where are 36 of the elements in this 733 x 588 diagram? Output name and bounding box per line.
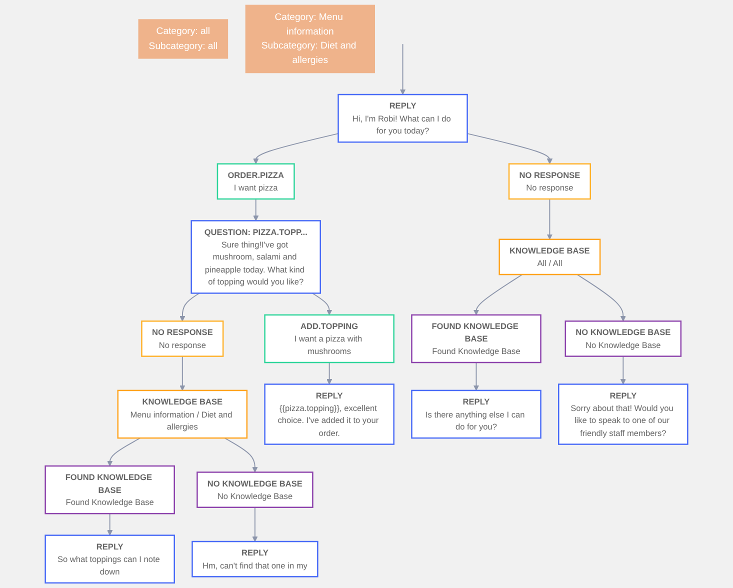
node-box: REPLY {{pizza.topping}}, excellent choice. I've added it to your order. — [264, 384, 394, 445]
arrow — [253, 133, 339, 164]
node-box: REPLY So what toppings can I note down — [44, 534, 175, 584]
arrow — [400, 44, 406, 95]
arrow — [180, 292, 200, 322]
arrow — [466, 133, 552, 164]
node-box: NO RESPONSE No response — [141, 320, 224, 357]
arrow — [224, 438, 258, 472]
arrow — [473, 274, 523, 316]
arrow — [312, 292, 332, 316]
node-box: ORDER.PIZZA I want pizza — [216, 163, 295, 200]
arrow — [546, 198, 552, 240]
node-box: Category: all Subcategory: all — [138, 19, 228, 59]
node-box: REPLY Is there anything else I can do for you? — [411, 390, 542, 439]
node-box: NO RESPONSE No response — [508, 163, 592, 200]
arrow — [326, 362, 332, 384]
node-box: FOUND KNOWLEDGE BASE Found Knowledge Base — [44, 465, 175, 514]
arrow — [107, 513, 113, 536]
arrow — [107, 438, 141, 466]
node-box: ADD.TOPPING I want a pizza with mushrooms — [264, 314, 394, 364]
node-box: KNOWLEDGE BASE All / All — [498, 238, 601, 276]
node-box: FOUND KNOWLEDGE BASE Found Knowledge Base — [411, 314, 542, 364]
arrow — [253, 198, 259, 221]
arrow — [576, 274, 626, 322]
node-box: REPLY Hm, can't find that one in my — [192, 540, 318, 578]
node-box: REPLY Sorry about that! Would you like to speak to one of our friendly staff members? — [558, 384, 688, 445]
node-box: NO KNOWLEDGE BASE No Knowledge Base — [196, 472, 314, 508]
node-box: Category: Menu information Subcategory: Diet and allergies — [245, 4, 375, 74]
node-box: NO KNOWLEDGE BASE No Knowledge Base — [564, 320, 682, 357]
node-box: KNOWLEDGE BASE Menu information / Diet and allergies — [117, 390, 248, 439]
arrow — [252, 506, 258, 542]
arrow — [473, 362, 480, 391]
node-box: REPLY Hi, I'm Robi! What can I do for you today? — [338, 94, 468, 143]
arrow — [180, 356, 186, 391]
arrow — [620, 356, 626, 384]
node-box: QUESTION: PIZZA.TOPP... Sure thing!I've got mushroom, salami and pineapple today. What kind of topping would you like? — [190, 220, 322, 294]
